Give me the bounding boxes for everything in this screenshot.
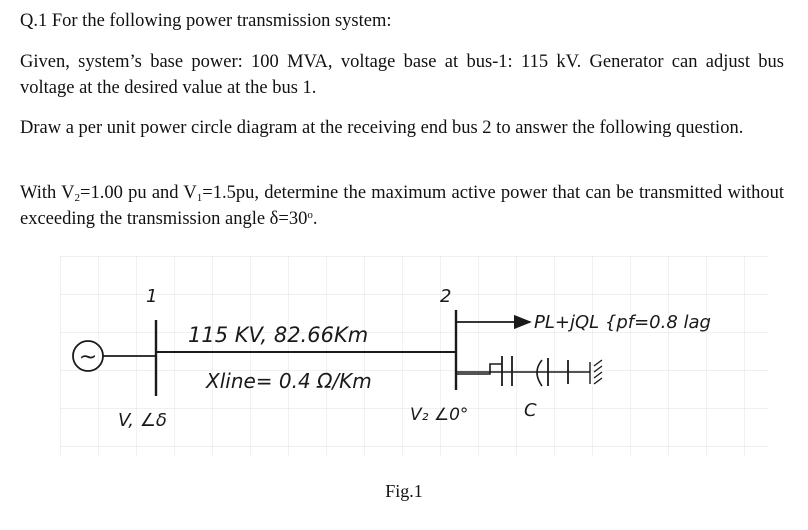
- capacitor-lead: [456, 363, 502, 375]
- v2-value: =1.00 pu and V: [80, 183, 197, 203]
- circuit-figure: ~ 1 V, ∠δ 115 KV, 82.66Km Xline= 0.4 Ω/K…: [60, 256, 768, 456]
- figure-caption: Fig.1: [385, 481, 423, 501]
- line-spec-label: 115 KV, 82.66Km: [188, 323, 368, 347]
- bus-1-label: 1: [146, 286, 157, 307]
- given-paragraph: Given, system’s base power: 100 MVA, vol…: [20, 52, 784, 98]
- ground-symbol: [589, 359, 603, 385]
- condition-paragraph: With V2=1.00 pu and V1=1.5pu, determine …: [20, 180, 784, 232]
- degree-superscript: o: [307, 209, 313, 221]
- grid-background: [60, 256, 768, 456]
- v1-value: =1.5pu, determine the maximum active pow…: [20, 183, 784, 229]
- v2-subscript: 2: [74, 192, 81, 204]
- v1-subscript: 1: [196, 192, 203, 204]
- task-paragraph: Draw a per unit power circle diagram at …: [20, 118, 744, 138]
- v1-label: V, ∠δ: [118, 410, 167, 431]
- generator-tilde: ~: [79, 345, 97, 370]
- v2-label: V₂ ∠0°: [410, 405, 468, 425]
- question-title: Q.1 For the following power transmission…: [20, 11, 392, 31]
- capacitor-arc: [536, 359, 543, 387]
- sentence-end: .: [312, 209, 318, 229]
- with-prefix: With V: [20, 183, 75, 203]
- bus-2-label: 2: [440, 286, 451, 307]
- capacitor-label: C: [524, 400, 537, 421]
- load-label: PL+jQL {pf=0.8 lag: [534, 312, 711, 333]
- reactance-label: Xline= 0.4 Ω/Km: [205, 369, 372, 393]
